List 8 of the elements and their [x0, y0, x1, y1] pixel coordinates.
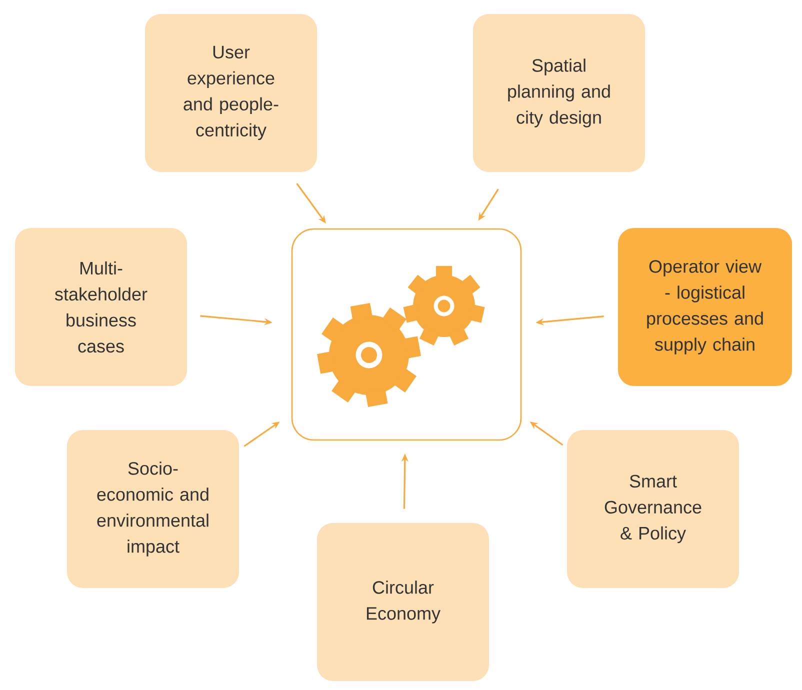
- text-box: Spatial planning and city design: [473, 14, 645, 172]
- text-box: Circular Economy: [317, 523, 489, 681]
- text-box: User experience and people-centricity: [145, 14, 317, 172]
- text-box: Socio-economic and environmental impact: [67, 430, 239, 588]
- frame-box: [291, 228, 522, 441]
- text-box: Operator view - logistical processes and supply chain: [618, 228, 792, 386]
- text-box: Smart Governance & Policy: [567, 430, 740, 588]
- text-box: Multi-stakeholder business cases: [15, 228, 187, 386]
